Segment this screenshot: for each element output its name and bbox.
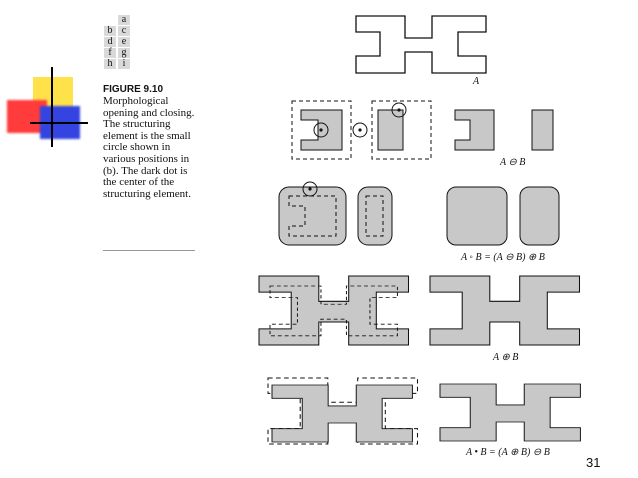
label-a: A bbox=[472, 76, 480, 87]
opening-result-right bbox=[519, 186, 560, 246]
panel-letter: e bbox=[118, 37, 130, 47]
structuring-element-center bbox=[358, 128, 362, 132]
panel-letter: b bbox=[104, 26, 116, 36]
structuring-element-circle bbox=[352, 122, 368, 138]
panel-letter: c bbox=[118, 26, 130, 36]
figure-label: FIGURE 9.10 bbox=[103, 84, 164, 95]
panel-letter: g bbox=[118, 48, 130, 58]
caption-text: Morphological opening and closing. The s… bbox=[103, 95, 195, 200]
structuring-element-center bbox=[308, 187, 312, 191]
panel-g: A ⊕ B bbox=[429, 275, 581, 363]
label-opening: A ◦ B = (A ⊖ B) ⊕ B bbox=[460, 252, 545, 263]
figure-caption: FIGURE 9.10 Morphological opening and cl… bbox=[103, 84, 195, 200]
panel-letter: i bbox=[118, 59, 130, 69]
panel-h bbox=[267, 377, 419, 445]
panel-letter: f bbox=[104, 48, 116, 58]
closing-shape bbox=[271, 384, 413, 443]
opening-left-shape bbox=[278, 186, 347, 246]
panel-f bbox=[258, 275, 410, 346]
panel-d bbox=[278, 181, 393, 246]
opening-result-left bbox=[446, 186, 508, 246]
panel-e: A ◦ B = (A ⊖ B) ⊕ B bbox=[446, 186, 560, 263]
eroded-right-part bbox=[377, 109, 404, 151]
panel-letter-key: a b c d e f g h i bbox=[104, 15, 130, 69]
panel-i: A • B = (A ⊕ B) ⊖ B bbox=[439, 383, 581, 458]
closing-result bbox=[439, 383, 581, 442]
dashed-eroded-right bbox=[365, 195, 384, 237]
dashed-eroded-left bbox=[288, 195, 337, 237]
decorative-horizontal-line bbox=[30, 122, 88, 124]
panel-c: A ⊖ B bbox=[454, 109, 554, 168]
structuring-element-circle bbox=[391, 102, 407, 118]
structuring-element-center bbox=[319, 128, 323, 132]
panel-a: A bbox=[355, 15, 487, 87]
structuring-element-circle bbox=[302, 181, 318, 197]
erosion-left-part bbox=[454, 109, 495, 151]
panel-b bbox=[291, 100, 432, 160]
caption-divider bbox=[103, 250, 195, 251]
page-number: 31 bbox=[586, 455, 601, 470]
panel-letter: a bbox=[118, 15, 130, 25]
decorative-vertical-line bbox=[51, 67, 53, 147]
set-a-outline bbox=[355, 15, 487, 74]
label-erosion: A ⊖ B bbox=[499, 157, 525, 168]
structuring-element-circle bbox=[313, 122, 329, 138]
panel-letter: h bbox=[104, 59, 116, 69]
label-closing: A • B = (A ⊕ B) ⊖ B bbox=[465, 447, 550, 458]
structuring-element-center bbox=[397, 108, 401, 112]
label-dilation: A ⊕ B bbox=[492, 352, 518, 363]
panel-letter: d bbox=[104, 37, 116, 47]
dilation-result bbox=[429, 275, 581, 346]
erosion-right-part bbox=[531, 109, 554, 151]
